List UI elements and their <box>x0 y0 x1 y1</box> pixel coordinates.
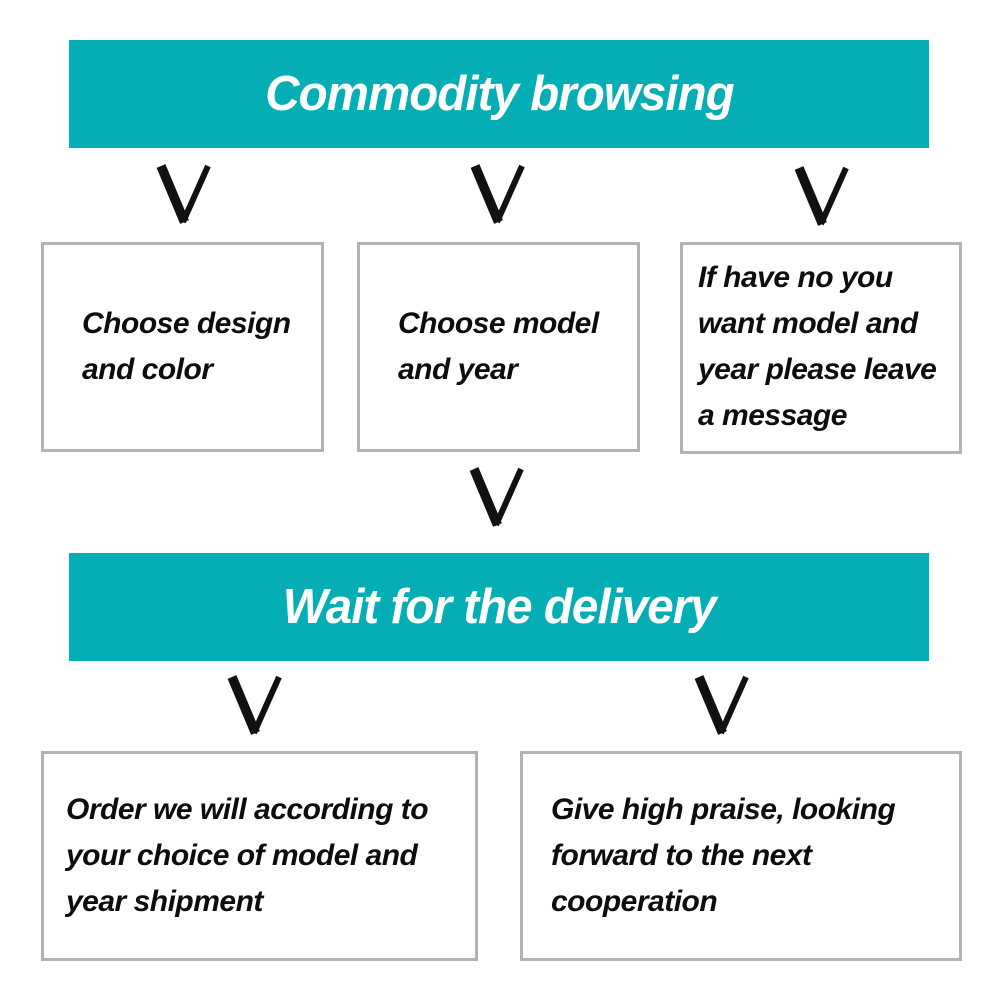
box-text-line: and color <box>82 353 213 386</box>
box-choose-model: Choose model and year <box>357 242 640 452</box>
arrow-down-icon <box>470 164 525 224</box>
box-text-line: a message <box>698 399 847 432</box>
arrow-down-icon <box>156 164 211 224</box>
box-leave-message: If have no you want model and year pleas… <box>680 242 962 454</box>
arrow-down-icon <box>794 166 849 226</box>
box-text-line: Order we will according to <box>66 793 429 826</box>
box-text-line: want model and <box>698 307 918 340</box>
box-text-line: Give high praise, looking <box>551 793 896 826</box>
box-choose-design: Choose design and color <box>41 242 324 452</box>
banner-commodity-browsing: Commodity browsing <box>69 40 929 148</box>
arrow-down-icon <box>227 675 282 735</box>
arrow-down-icon <box>469 467 524 527</box>
banner-title: Wait for the delivery <box>282 580 716 634</box>
box-text-line: cooperation <box>551 885 718 918</box>
box-order-shipment: Order we will according to your choice o… <box>41 751 478 961</box>
banner-title: Commodity browsing <box>264 67 734 121</box>
arrow-down-icon <box>694 675 749 735</box>
box-text-line: year shipment <box>66 885 263 918</box>
box-text-line: and year <box>398 353 518 386</box>
box-give-praise: Give high praise, looking forward to the… <box>520 751 962 961</box>
box-text-line: year please leave <box>698 353 937 386</box>
box-text-line: Choose design <box>82 307 291 340</box>
banner-wait-for-delivery: Wait for the delivery <box>69 553 929 661</box>
box-text-line: Choose model <box>398 307 599 340</box>
box-text-line: forward to the next <box>551 839 812 872</box>
box-text-line: If have no you <box>698 261 893 294</box>
box-text-line: your choice of model and <box>66 839 418 872</box>
